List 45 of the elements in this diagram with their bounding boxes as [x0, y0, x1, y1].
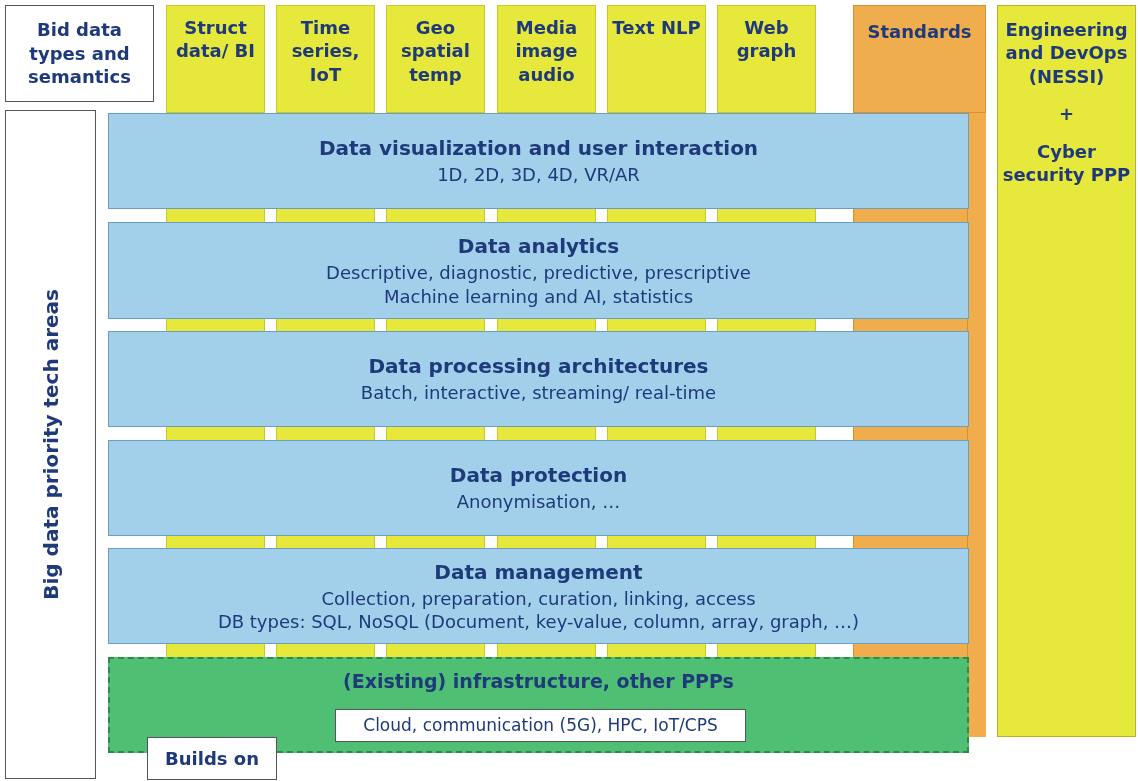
- column-text: Engineering and DevOps (NESSI): [1004, 18, 1129, 89]
- layer-box: [108, 113, 969, 209]
- layer-box: [108, 548, 969, 644]
- layer-text: DB types: SQL, NoSQL (Document, key-value, column, array, graph, …): [217, 610, 860, 634]
- layer-box: [108, 440, 969, 536]
- heading-box: [5, 5, 154, 102]
- heading-text: Bid data types and semantics: [27, 18, 132, 89]
- column-text: +: [1058, 102, 1075, 126]
- category-column: [607, 5, 706, 113]
- column-title: Standards: [867, 20, 972, 44]
- layer-text: Machine learning and AI, statistics: [383, 284, 694, 308]
- layer-text: Data protection: [449, 462, 628, 489]
- column-title: Time series, IoT: [290, 16, 361, 87]
- standards-column: [853, 5, 986, 113]
- vertical-title: Big data priority tech areas: [37, 289, 64, 600]
- detail-box: [335, 709, 746, 742]
- layer-text: Collection, preparation, curation, linking, access: [321, 586, 756, 610]
- layer-text: Data visualization and user interaction: [318, 135, 759, 162]
- tag-text: Builds on: [165, 746, 259, 771]
- layer-text: 1D, 2D, 3D, 4D, VR/AR: [437, 163, 640, 187]
- side-panel: [5, 110, 96, 779]
- category-column: [166, 5, 265, 113]
- category-column: [386, 5, 485, 113]
- infrastructure-band: [108, 657, 969, 753]
- column-title: Geo spatial temp: [400, 16, 471, 87]
- category-column: [497, 5, 596, 113]
- layer-text: Batch, interactive, streaming/ real-time: [360, 381, 717, 405]
- layer-text: Anonymisation, …: [456, 490, 621, 514]
- category-column: [276, 5, 375, 113]
- layer-text: Descriptive, diagnostic, predictive, prescriptive: [326, 261, 751, 285]
- band-title: (Existing) infrastructure, other PPPs: [343, 669, 734, 694]
- column-title: Web graph: [735, 16, 798, 63]
- column-title: Struct data/ BI: [174, 16, 256, 63]
- layer-text: Data processing architectures: [368, 353, 709, 380]
- side-column: [997, 5, 1136, 737]
- category-column: [717, 5, 816, 113]
- column-text: Cyber security PPP: [1002, 139, 1131, 187]
- label-box: [147, 737, 277, 780]
- layer-text: Data management: [434, 558, 643, 585]
- layer-text: Data analytics: [457, 233, 620, 260]
- layer-box: [108, 331, 969, 427]
- detail-text: Cloud, communication (5G), HPC, IoT/CPS: [363, 714, 718, 737]
- layer-box: [108, 222, 969, 319]
- column-title: Text NLP: [612, 16, 701, 40]
- column-title: Media image audio: [514, 16, 579, 87]
